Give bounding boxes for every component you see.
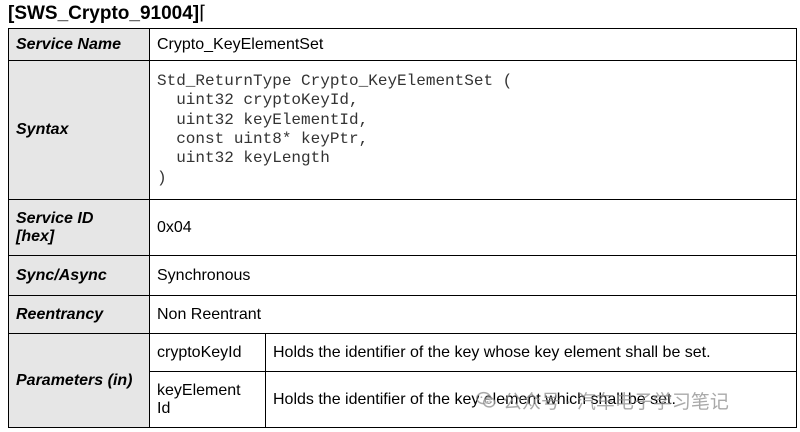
syntax-line: const uint8* keyPtr, [157,130,369,148]
service-id-value: 0x04 [149,199,797,256]
row-service-name: Service Name Crypto_KeyElementSet [8,28,797,61]
param-name-line: keyElement [157,381,241,399]
syntax-line: Std_ReturnType Crypto_KeyElementSet ( [157,72,513,91]
param-description: Holds the identifier of the key element … [265,371,797,428]
row-syntax: Syntax Std_ReturnType Crypto_KeyElementS… [8,60,797,200]
row-param-crypto-key-id: Parameters (in) cryptoKeyId Holds the id… [8,333,797,428]
reentrancy-label: Reentrancy [8,295,150,334]
param-name-line: Id [157,399,171,417]
syntax-code: Std_ReturnType Crypto_KeyElementSet ( ui… [149,60,797,200]
service-id-label-line: Service ID [16,209,94,227]
row-sync-async: Sync/Async Synchronous [8,255,797,296]
row-reentrancy: Reentrancy Non Reentrant [8,295,797,334]
parameters-in-label: Parameters (in) [8,333,150,428]
param-description: Holds the identifier of the key whose ke… [265,333,797,372]
param-name: cryptoKeyId [149,333,266,372]
requirement-open-bracket: ⌈ [199,3,207,24]
service-id-label: Service ID[hex] [8,199,150,256]
requirement-id: [SWS_Crypto_91004]⌈ [8,0,207,28]
syntax-line: uint32 cryptoKeyId, [157,91,359,110]
sync-async-value: Synchronous [149,255,797,296]
sync-async-label: Sync/Async [8,255,150,296]
syntax-line: ) [157,168,167,187]
requirement-id-text: [SWS_Crypto_91004] [8,3,200,24]
row-service-id: Service ID[hex] 0x04 [8,199,797,256]
syntax-label: Syntax [8,60,150,200]
syntax-line: uint32 keyElementId, [157,110,369,129]
service-name-label: Service Name [8,28,150,61]
service-name-value: Crypto_KeyElementSet [149,28,797,61]
service-id-label-line: [hex] [16,227,55,245]
reentrancy-value: Non Reentrant [149,295,797,334]
syntax-line: uint32 keyLength [157,149,330,168]
service-spec-table: Service Name Crypto_KeyElementSet Syntax… [8,28,797,428]
